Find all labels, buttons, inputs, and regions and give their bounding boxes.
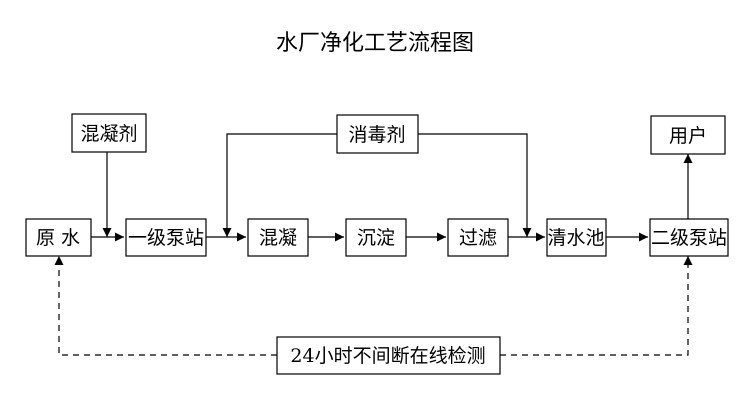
edges-layer <box>54 133 693 356</box>
node-pump1: 一级泵站 <box>125 218 207 257</box>
node-label: 一级泵站 <box>128 227 204 249</box>
node-label: 清水池 <box>547 227 604 249</box>
node-pump2: 二级泵站 <box>649 218 729 257</box>
edge-monitor-to-pump2 <box>500 256 693 356</box>
node-label: 混凝剂 <box>80 123 137 145</box>
node-monitor: 24小时不间断在线检测 <box>276 336 501 375</box>
edge-monitor-to-raw-water <box>54 256 277 356</box>
node-filtration: 过滤 <box>447 218 509 257</box>
edge-disinfectant-to-coagulation <box>222 133 337 237</box>
node-label: 混凝 <box>259 227 297 249</box>
node-label: 沉淀 <box>357 227 395 249</box>
node-label: 消毒剂 <box>348 124 405 146</box>
node-label: 过滤 <box>459 227 497 249</box>
node-label: 原 水 <box>36 227 80 249</box>
node-raw-water: 原 水 <box>25 218 92 257</box>
edge-disinfectant-to-clear-pool <box>418 133 532 237</box>
node-label: 用户 <box>669 125 707 147</box>
node-sedimentation: 沉淀 <box>345 218 407 257</box>
node-label: 24小时不间断在线检测 <box>290 345 485 367</box>
node-clear-pool: 清水池 <box>546 218 607 257</box>
diagram-title: 水厂净化工艺流程图 <box>276 31 474 56</box>
node-coagulation: 混凝 <box>247 218 309 257</box>
node-coagulant: 混凝剂 <box>71 113 147 153</box>
node-disinfectant: 消毒剂 <box>336 114 419 154</box>
node-label: 二级泵站 <box>651 227 727 249</box>
node-user: 用户 <box>650 115 726 155</box>
